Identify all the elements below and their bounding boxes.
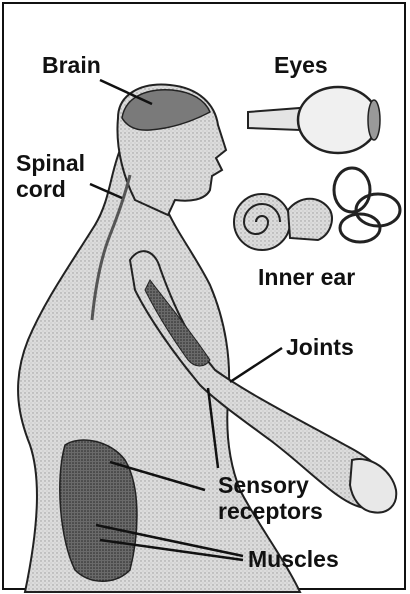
label-spinal-cord-line2: cord <box>16 176 66 202</box>
label-spinal-cord-line1: Spinal <box>16 150 85 176</box>
joints-leader <box>230 348 282 382</box>
label-sensory-receptors-line2: receptors <box>218 498 323 524</box>
leg-muscle-shape <box>60 440 137 581</box>
inner-ear-diagram <box>234 168 400 250</box>
eye-diagram <box>248 87 380 153</box>
label-joints: Joints <box>286 334 354 360</box>
label-inner-ear: Inner ear <box>258 264 355 290</box>
label-eyes: Eyes <box>274 52 328 78</box>
label-brain: Brain <box>42 52 101 78</box>
label-sensory-receptors-line1: Sensory <box>218 472 309 498</box>
label-muscles: Muscles <box>248 546 339 572</box>
